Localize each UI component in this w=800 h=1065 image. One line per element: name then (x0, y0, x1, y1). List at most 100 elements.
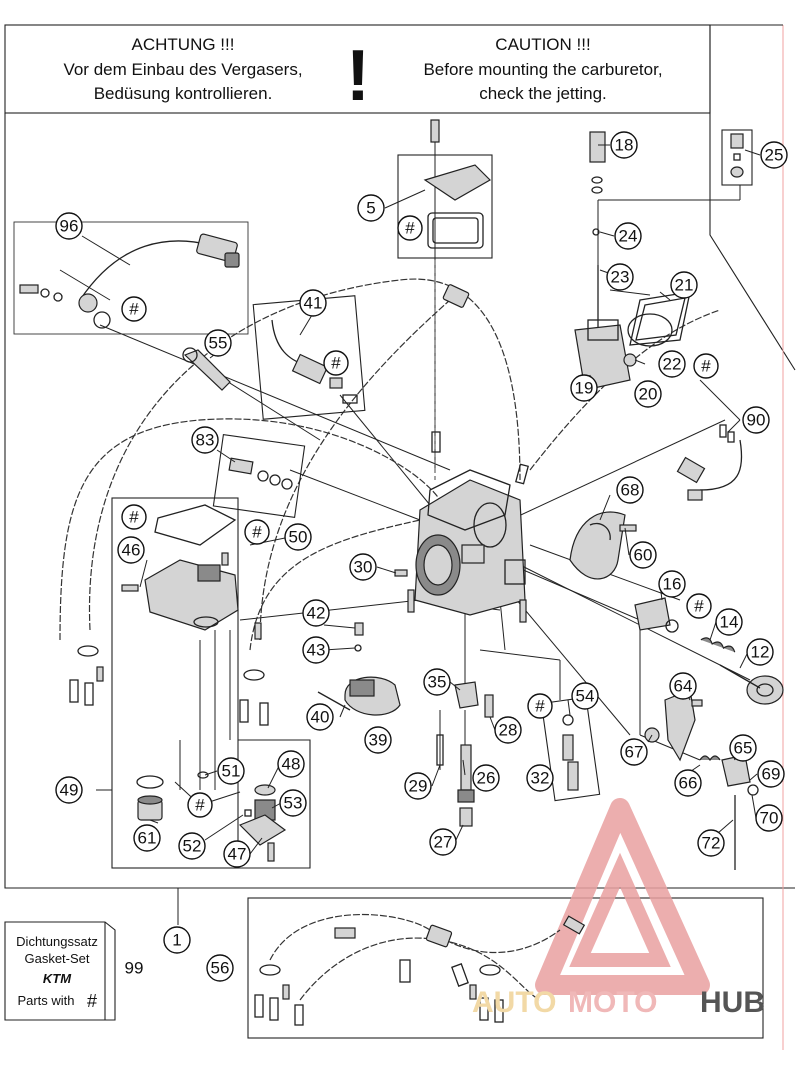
callout-55: 55 (204, 329, 232, 357)
part-39-pump (317, 622, 401, 716)
callout-label-43: 43 (307, 641, 326, 660)
callout-label-48: 48 (282, 755, 301, 774)
callout-66: 66 (674, 769, 702, 797)
callout-64: 64 (669, 672, 697, 700)
carburetor-body (394, 469, 527, 623)
cables (59, 278, 721, 1001)
part-18-needle (589, 131, 606, 330)
callout-label-42: 42 (307, 604, 326, 623)
callout-67: 67 (620, 738, 648, 766)
callout-28: 28 (494, 716, 522, 744)
callout-20: 20 (634, 380, 662, 408)
callout-39: 39 (364, 726, 392, 754)
warning-en-line1: Before mounting the carburetor, (423, 60, 662, 79)
callout-27: 27 (429, 828, 457, 856)
gasket-kit-label-en: Gasket-Set (24, 951, 89, 966)
callout-label-67: 67 (625, 743, 644, 762)
callout-label-56: 56 (211, 959, 230, 978)
callout-label-52: 52 (183, 837, 202, 856)
callout-label-21: 21 (675, 276, 694, 295)
callout-label-1: 1 (172, 931, 181, 950)
callout-hash-83b: # (244, 519, 270, 545)
hash-label: # (195, 796, 205, 815)
cable-right (529, 309, 721, 471)
part-55-screw (182, 347, 231, 391)
warning-block: ACHTUNG !!! Vor dem Einbau des Vergasers… (63, 35, 662, 116)
callout-label-54: 54 (576, 687, 595, 706)
callout-16: 16 (658, 570, 686, 598)
cable-mid (249, 519, 421, 651)
watermark-logo (535, 798, 710, 995)
callout-label-41: 41 (304, 294, 323, 313)
callout-48: 48 (277, 750, 305, 778)
callout-label-51: 51 (222, 762, 241, 781)
cable-end-fittings (69, 284, 529, 726)
guide-lines (59, 125, 751, 925)
callout-label-14: 14 (720, 613, 739, 632)
part-90-hotstart (676, 424, 743, 501)
float-bowl-frame-ext (238, 739, 311, 869)
callout-hash-22: # (693, 353, 719, 379)
callout-35: 35 (423, 668, 451, 696)
callout-42: 42 (302, 599, 330, 627)
part-56-cable-set (254, 915, 586, 1026)
warning-de-line2: Bedüsung kontrollieren. (94, 84, 273, 103)
callout-14: 14 (715, 608, 743, 636)
hash-label: # (252, 523, 262, 542)
callout-70: 70 (755, 804, 783, 832)
float-bowl-frame (111, 497, 239, 869)
part-49-bowl-parts (136, 771, 287, 862)
callout-hash-83: # (121, 504, 147, 530)
callout-label-66: 66 (679, 774, 698, 793)
hash-label: # (129, 508, 139, 527)
callout-22: 22 (658, 350, 686, 378)
callout-label-99: 99 (125, 959, 144, 978)
part-25-jets (721, 129, 753, 186)
callout-label-90: 90 (747, 411, 766, 430)
callout-label-18: 18 (615, 136, 634, 155)
callout-12: 12 (746, 638, 774, 666)
callout-label-39: 39 (369, 731, 388, 750)
callout-53: 53 (279, 789, 307, 817)
callout-1: 1 (163, 926, 191, 954)
callout-30: 30 (349, 553, 377, 581)
callout-label-16: 16 (663, 575, 682, 594)
callout-label-46: 46 (122, 541, 141, 560)
watermark-triangle-outer (535, 798, 710, 995)
callout-label-65: 65 (734, 739, 753, 758)
callout-label-27: 27 (434, 833, 453, 852)
callout-96: 96 (55, 212, 83, 240)
callout-label-24: 24 (619, 227, 638, 246)
part-32-set (540, 696, 601, 802)
callout-26: 26 (472, 764, 500, 792)
callout-50: 50 (284, 523, 312, 551)
hash-label: # (331, 354, 341, 373)
cable-left-lower (88, 278, 521, 631)
callout-label-20: 20 (639, 385, 658, 404)
callout-hash-41: # (323, 350, 349, 376)
callout-label-69: 69 (762, 765, 781, 784)
part-83-set (212, 434, 306, 518)
callout-32: 32 (526, 764, 554, 792)
part-96-choke-cable (19, 233, 240, 329)
callout-label-29: 29 (409, 777, 428, 796)
gasket-kit-parts-with: Parts with (17, 993, 74, 1008)
callout-hash-5: # (397, 215, 423, 241)
callout-43: 43 (302, 636, 330, 664)
callout-label-47: 47 (228, 845, 247, 864)
callout-label-49: 49 (60, 781, 79, 800)
callout-19: 19 (570, 374, 598, 402)
watermark-triangle-inner (569, 852, 671, 967)
cable-mid-upper (259, 299, 451, 641)
callout-label-35: 35 (428, 673, 447, 692)
callout-56: 56 (206, 954, 234, 982)
main-frame-right-edge (709, 25, 796, 371)
callout-label-96: 96 (60, 217, 79, 236)
callout-69: 69 (757, 760, 785, 788)
diagram-frames (4, 24, 796, 1050)
watermark-wordmark: AUTO MOTO HUB (472, 986, 765, 1019)
callout-21: 21 (670, 271, 698, 299)
callout-label-70: 70 (760, 809, 779, 828)
gasket-kit-hash: # (87, 991, 97, 1011)
